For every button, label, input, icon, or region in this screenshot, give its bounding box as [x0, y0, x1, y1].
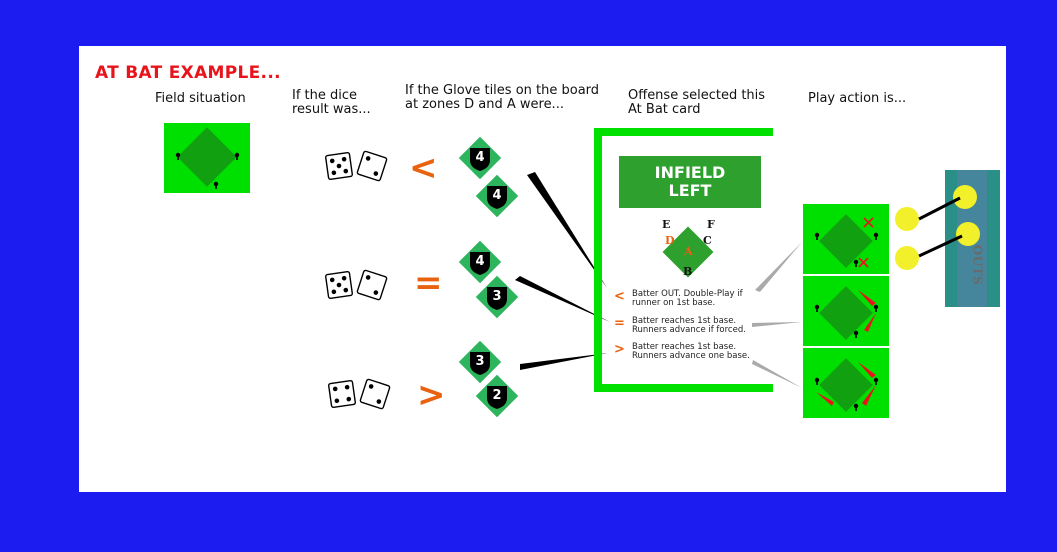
outs-label: OUTS — [970, 244, 985, 286]
tile-number: 4 — [475, 254, 485, 269]
row-symbol: < — [409, 148, 438, 188]
zone-label-f: F — [707, 218, 715, 231]
zone-label-c: C — [703, 234, 712, 247]
play-panel-out — [803, 204, 889, 274]
dice-row-3 — [327, 378, 391, 410]
header-offense-card: Offense selected this At Bat card — [628, 88, 766, 117]
zone-label-b: B — [683, 265, 693, 278]
card-title: INFIELD LEFT — [619, 156, 761, 208]
tile-number: 4 — [492, 188, 502, 203]
result-symbol: = — [614, 316, 625, 331]
play-panel-forced — [803, 276, 889, 346]
tile-number: 2 — [492, 388, 502, 403]
tile-number: 3 — [492, 289, 502, 304]
outs-board — [895, 170, 1000, 307]
result-symbol: > — [614, 342, 625, 357]
zone-label-e: E — [662, 218, 671, 231]
play-panel-advance — [803, 348, 889, 418]
result-text: Batter OUT. Double-Play if runner on 1st… — [632, 289, 743, 308]
field-situation-diagram — [164, 123, 250, 193]
connector-line — [515, 276, 610, 322]
dice-row-2 — [324, 269, 388, 301]
zone-label-d: D — [665, 234, 675, 247]
header-field-situation: Field situation — [155, 91, 246, 106]
connector-line — [752, 322, 802, 327]
card-infield-diagram — [662, 226, 714, 278]
header-dice-result: If the dice result was... — [292, 88, 371, 117]
header-glove-tiles: If the Glove tiles on the board at zones… — [405, 83, 600, 112]
tile-number: 4 — [475, 150, 485, 165]
page-title: AT BAT EXAMPLE... — [95, 63, 281, 83]
result-text: Batter reaches 1st base. Runners advance… — [632, 342, 750, 361]
row-symbol: = — [414, 263, 443, 303]
connector-line — [755, 242, 802, 292]
header-play-action: Play action is... — [808, 91, 907, 106]
row-symbol: > — [417, 375, 446, 415]
tile-number: 3 — [475, 354, 485, 369]
at-bat-card-frame — [594, 128, 773, 392]
connector-line — [752, 360, 802, 388]
result-text: Batter reaches 1st base. Runners advance… — [632, 316, 746, 335]
connector-line — [520, 353, 608, 370]
dice-row-1 — [324, 150, 388, 182]
result-symbol: < — [614, 289, 625, 304]
zone-label-a: A — [684, 245, 693, 258]
connector-line — [527, 172, 607, 288]
